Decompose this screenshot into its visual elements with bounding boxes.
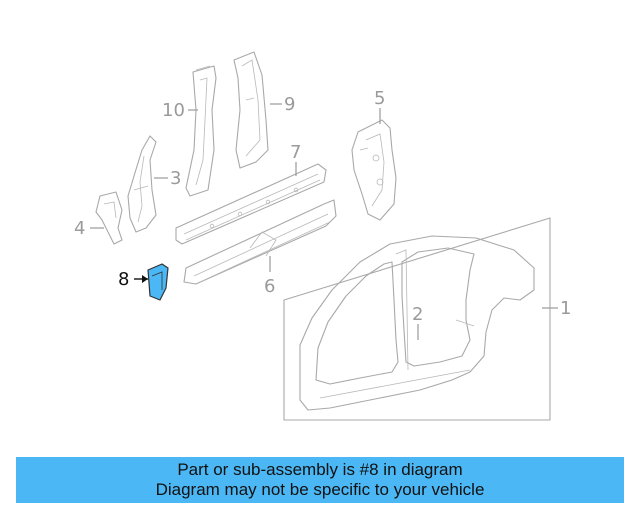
callout-3: 3 — [170, 168, 181, 189]
part-10-a-pillar — [185, 65, 217, 197]
part-4-bracket — [95, 191, 123, 245]
part-7-rocker-inner — [175, 163, 327, 245]
callout-8: 8 — [118, 269, 129, 290]
leader-lines — [90, 103, 558, 340]
callout-7: 7 — [290, 142, 301, 163]
part-1-body-side — [299, 235, 535, 411]
callout-4: 4 — [74, 218, 85, 239]
callout-6: 6 — [264, 276, 275, 297]
part-1-frame — [283, 217, 551, 421]
part-6-rocker-reinforcement — [183, 199, 337, 285]
callout-10: 10 — [162, 100, 185, 121]
callout-1: 1 — [560, 298, 571, 319]
info-banner: Part or sub-assembly is #8 in diagram Di… — [16, 457, 624, 503]
part-5-quarter-inner — [351, 119, 397, 221]
banner-line-part: Part or sub-assembly is #8 in diagram — [177, 460, 463, 479]
banner-line-disclaimer: Diagram may not be specific to your vehi… — [155, 480, 485, 499]
parts-diagram: 1 2 3 4 5 6 7 8 9 10 — [74, 51, 571, 421]
part-9-b-pillar — [233, 51, 269, 169]
callout-5: 5 — [374, 88, 385, 109]
callout-9: 9 — [284, 94, 295, 115]
part-8-highlighted — [147, 263, 169, 301]
part-3-hinge-pillar — [127, 135, 157, 233]
callout-2: 2 — [412, 304, 423, 325]
